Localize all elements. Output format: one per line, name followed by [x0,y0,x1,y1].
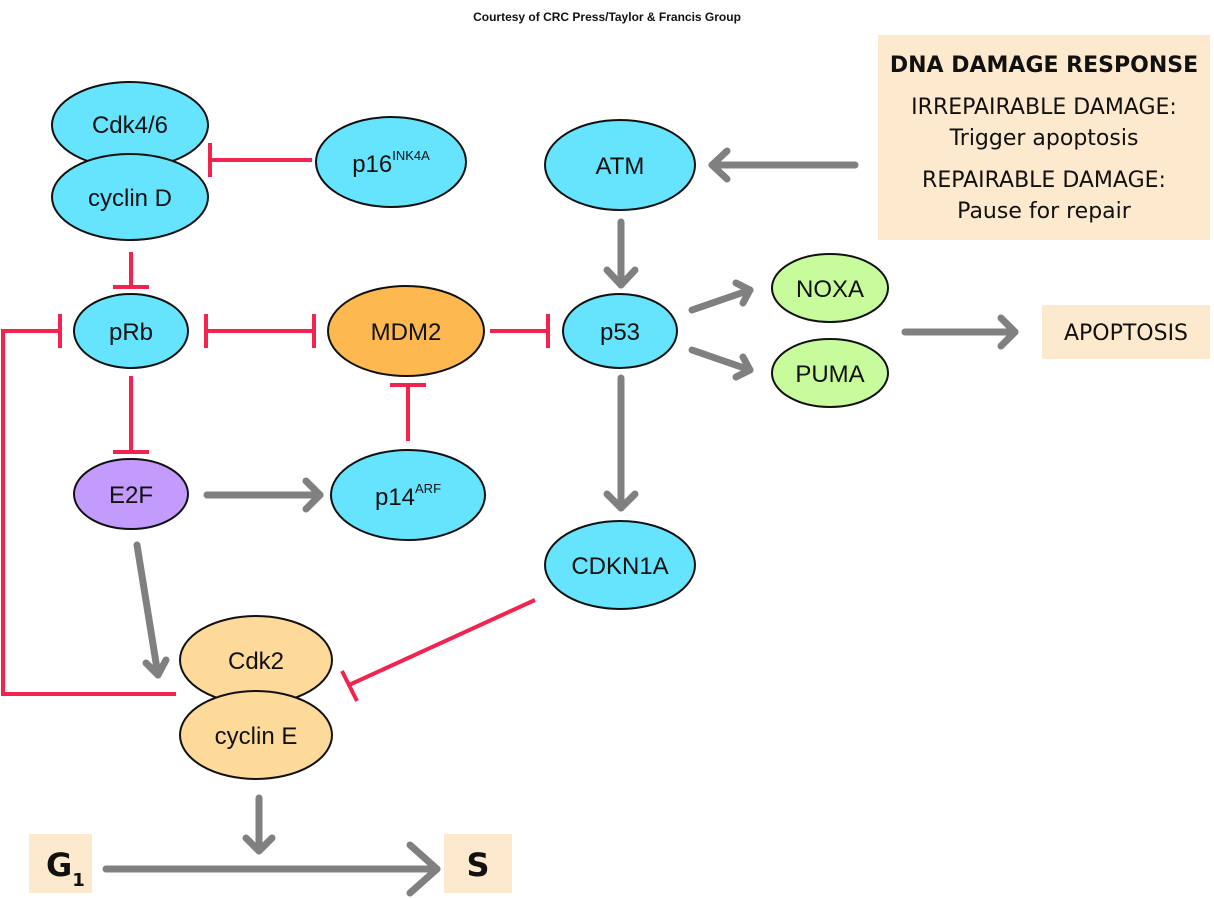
dna-box-line4: Pause for repair [957,199,1132,224]
node-atm: ATM [544,119,696,211]
node-noxa-label: NOXA [796,276,864,303]
node-cdkn1a: CDKN1A [544,520,696,610]
dna-damage-response-box: DNA DAMAGE RESPONSE IRREPAIRABLE DAMAGE:… [878,35,1210,240]
node-e2f: E2F [73,458,189,530]
node-prb: pRb [73,293,189,369]
edge-g1-to-s [102,841,441,897]
node-p16: p16INK4A [315,116,467,208]
node-cdk2-label: Cdk2 [228,648,284,675]
node-p14: p14ARF [330,449,486,541]
dna-box-line3: REPAIRABLE DAMAGE: [922,168,1166,193]
edge-dna-activates-atm [708,147,859,183]
s-phase-box: S [444,834,512,893]
node-noxa: NOXA [771,253,889,323]
edge-cdk2-inhibits-prb-loop [1,314,176,696]
edge-cdkn1a-inhibits-cdk2 [340,598,536,702]
node-cyclin-e: cyclin E [179,690,333,780]
node-cdk46: Cdk4/6 [51,81,209,169]
node-cyclin-d-label: cyclin D [88,185,172,212]
edge-prb-inhibits-e2f [113,376,149,454]
g1-box-background [29,834,92,893]
edge-p53-activates-noxa [688,279,754,314]
edge-atm-activates-p53 [603,218,639,289]
node-cyclin-d: cyclin D [51,153,209,241]
node-puma: PUMA [771,338,889,408]
s-box-background [444,834,512,893]
node-p14-label: p14ARF [375,481,441,511]
edge-e2f-activates-cdk2 [133,541,170,679]
edge-p53-activates-puma [688,346,754,381]
apoptosis-box-background [1042,305,1210,359]
node-puma-label: PUMA [795,361,864,388]
edge-cyclin-e-activates-transition [242,794,276,855]
dna-box-line1: IRREPAIRABLE DAMAGE: [911,95,1177,120]
credit-text: Courtesy of CRC Press/Taylor & Francis G… [473,10,741,24]
edge-p53-activates-cdkn1a [603,374,639,512]
g1-phase-box: G1 [29,834,92,893]
node-mdm2: MDM2 [327,285,485,377]
node-mdm2-label: MDM2 [371,319,442,346]
node-p53: p53 [562,293,678,369]
edge-prb-mdm2-mutual-inhibition [204,314,316,348]
edge-mdm2-inhibits-p53 [490,314,550,348]
node-cyclin-e-label: cyclin E [215,723,298,750]
edge-p16-inhibits-cdk46 [208,143,312,177]
node-prb-label: pRb [109,319,153,346]
apoptosis-box: APOPTOSIS [1042,305,1210,359]
g1-label: G1 [46,846,85,891]
apoptosis-label: APOPTOSIS [1064,321,1188,346]
node-atm-label: ATM [596,153,645,180]
node-p16-label: p16INK4A [352,148,430,178]
s-label: S [466,846,489,884]
edge-cyclind-inhibits-prb [113,252,149,289]
node-e2f-label: E2F [109,482,153,509]
edge-e2f-activates-p14 [203,477,324,513]
node-cdkn1a-label: CDKN1A [571,553,668,580]
dna-box-background [878,35,1210,240]
dna-box-line2: Trigger apoptosis [949,126,1139,151]
node-cdk46-label: Cdk4/6 [92,112,168,139]
node-p53-label: p53 [600,319,640,346]
edge-activates-apoptosis [901,314,1019,350]
dna-box-title: DNA DAMAGE RESPONSE [890,53,1198,78]
edge-p14-inhibits-mdm2 [390,383,426,441]
